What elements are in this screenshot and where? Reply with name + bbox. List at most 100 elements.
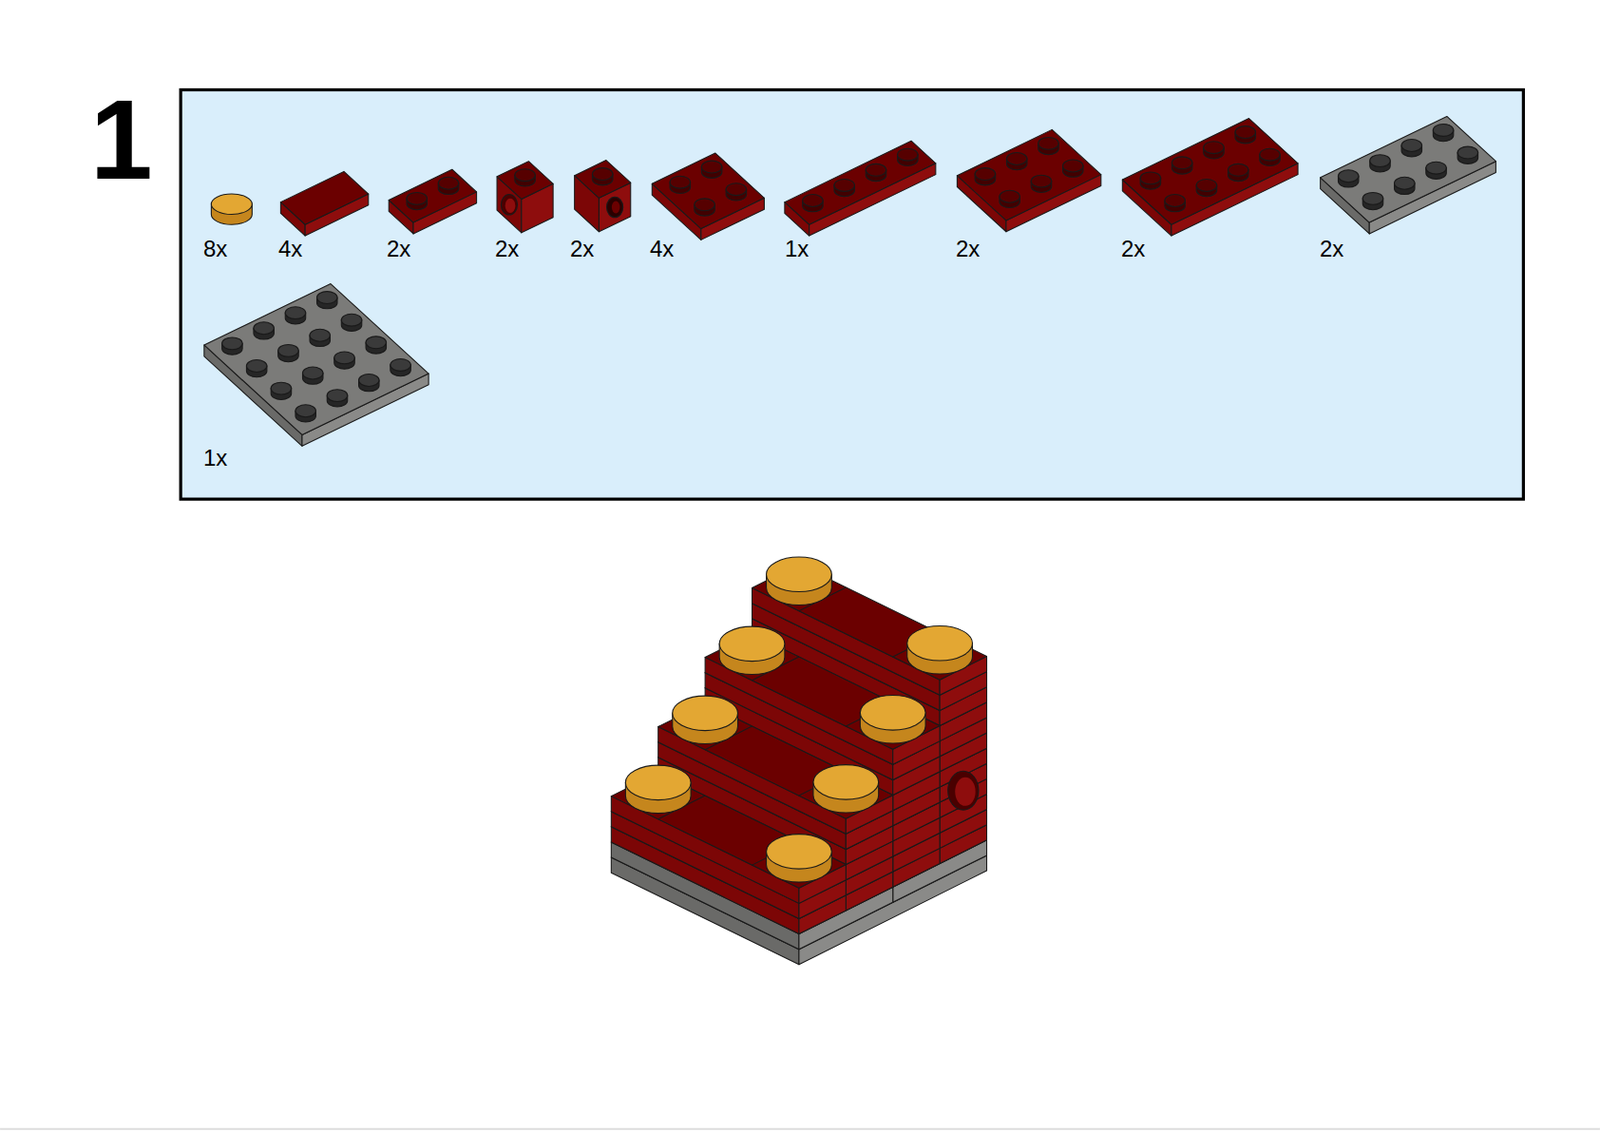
stud xyxy=(1196,178,1217,191)
stud xyxy=(694,198,715,211)
stud xyxy=(253,322,274,335)
stud xyxy=(1457,146,1478,159)
stud xyxy=(999,190,1020,203)
round-tile xyxy=(859,695,926,731)
stud xyxy=(334,351,355,364)
side-stud xyxy=(611,201,621,214)
stud xyxy=(514,169,535,182)
stud xyxy=(1164,194,1185,208)
stud xyxy=(1203,141,1224,154)
stud xyxy=(1006,152,1027,166)
pin-hole xyxy=(505,198,516,213)
stud xyxy=(591,168,612,181)
stud xyxy=(1227,163,1248,176)
stud xyxy=(1038,136,1059,150)
stud xyxy=(285,306,305,320)
stud xyxy=(974,168,995,181)
parts-list xyxy=(204,115,1497,446)
stud xyxy=(302,366,323,380)
brick-1x1-hole xyxy=(496,161,553,233)
stud xyxy=(365,336,386,349)
part-count: 1x xyxy=(203,446,228,470)
page-edge xyxy=(0,1127,1600,1130)
round-tile xyxy=(813,764,879,800)
tile-1x2 xyxy=(280,171,368,236)
stud xyxy=(438,176,458,190)
plate-1x4 xyxy=(784,140,936,236)
grey-plate-4x4 xyxy=(204,344,303,446)
stud xyxy=(317,291,338,305)
round-tile xyxy=(672,695,739,731)
stud xyxy=(1235,126,1256,139)
plate-1x4 xyxy=(784,140,936,225)
round-tile xyxy=(766,556,833,592)
grey-plate-2x4 xyxy=(1320,115,1497,233)
plate-2x3 xyxy=(956,129,1101,231)
stud xyxy=(1171,156,1192,170)
stud xyxy=(359,374,380,387)
part-count: 2x xyxy=(495,237,519,261)
stud xyxy=(725,183,746,196)
stud xyxy=(309,328,330,342)
round-tile xyxy=(719,626,785,662)
stud xyxy=(802,194,823,208)
round-tile xyxy=(625,764,691,800)
pin-hole xyxy=(948,770,979,810)
pin-hole xyxy=(500,194,517,215)
stud xyxy=(1259,148,1280,161)
part-count: 2x xyxy=(386,237,411,261)
part-count: 4x xyxy=(278,237,303,261)
round-tile xyxy=(766,834,833,870)
round-tile xyxy=(210,193,252,225)
stud xyxy=(270,381,291,395)
brick-1x1-hole xyxy=(496,161,553,200)
plate-2x2 xyxy=(651,152,764,229)
stud xyxy=(1030,174,1051,188)
stud xyxy=(669,175,690,189)
stud xyxy=(1370,154,1391,168)
stud xyxy=(1337,170,1358,183)
step-number: 1 xyxy=(90,83,153,196)
stud xyxy=(406,191,427,205)
stud xyxy=(295,404,316,418)
grey-plate-4x4 xyxy=(204,284,429,447)
stud xyxy=(1432,123,1453,136)
tile-1x2 xyxy=(280,171,368,225)
part-count: 8x xyxy=(203,237,228,261)
part-count: 2x xyxy=(1319,237,1344,261)
stud xyxy=(390,358,411,371)
stud xyxy=(1063,159,1084,172)
side-stud xyxy=(607,196,624,217)
stud xyxy=(1401,139,1422,153)
grey-plate-4x4 xyxy=(204,284,429,436)
round-tile xyxy=(907,626,973,662)
stud xyxy=(1140,171,1161,185)
stud xyxy=(834,178,855,191)
stud xyxy=(341,313,362,326)
stud xyxy=(326,389,347,402)
plate-1x2 xyxy=(388,169,477,223)
stud xyxy=(1426,161,1447,174)
stud xyxy=(246,360,267,373)
stud xyxy=(278,343,299,357)
plate-2x4 xyxy=(1122,118,1298,226)
parts-panel xyxy=(180,90,1524,500)
part-count: 4x xyxy=(649,237,674,261)
brick-1x1-stud xyxy=(574,160,631,199)
part-count: 2x xyxy=(1121,237,1145,261)
plate-2x4 xyxy=(1122,118,1298,236)
stud xyxy=(1394,176,1415,190)
grey-plate-2x4 xyxy=(1320,115,1497,223)
stud xyxy=(897,148,918,161)
brick-1x1-stud xyxy=(574,160,631,232)
plate-2x3 xyxy=(956,129,1101,221)
stud xyxy=(701,160,722,173)
part-count: 2x xyxy=(570,237,594,261)
plate-2x2 xyxy=(651,152,764,240)
stair-model xyxy=(610,556,987,965)
stud xyxy=(1362,191,1383,205)
part-count: 2x xyxy=(955,237,980,261)
pin-hole xyxy=(954,777,975,806)
plate-1x2 xyxy=(388,169,477,234)
